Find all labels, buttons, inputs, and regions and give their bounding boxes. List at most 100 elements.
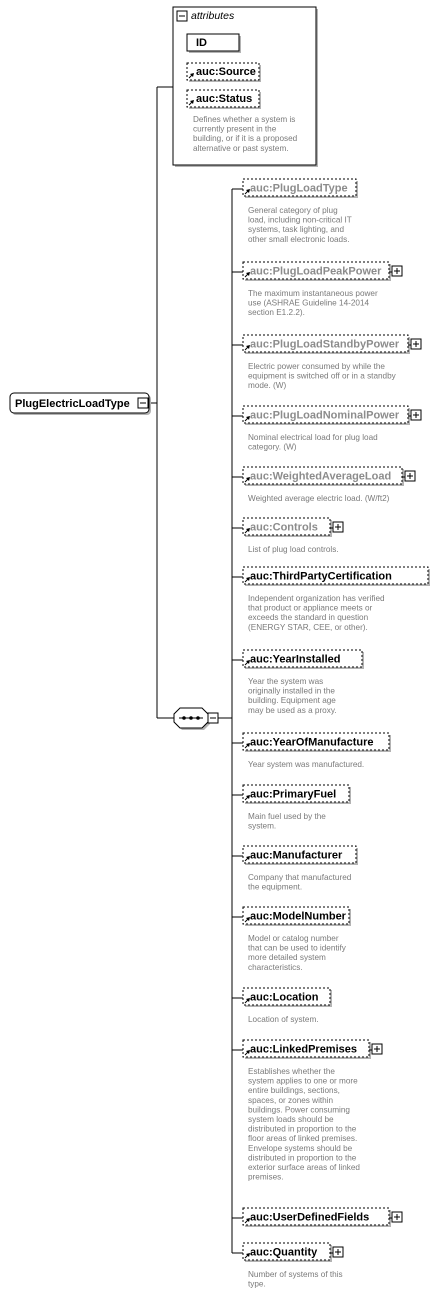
description-text: more detailed system [248, 953, 326, 962]
element-name: PlugLoadType [273, 183, 348, 195]
element-weighted-average-load[interactable]: auc:WeightedAverageLoad [242, 466, 416, 486]
sequence-collapse-icon[interactable] [207, 712, 219, 724]
element-prefix: auc: [250, 266, 273, 278]
expand-icon[interactable] [410, 409, 422, 421]
description-text: category. (W) [248, 443, 297, 452]
expand-icon[interactable] [332, 521, 344, 533]
description-text: distributed in proportion to the [248, 1153, 357, 1162]
expand-icon[interactable] [391, 265, 403, 277]
description-text: mode. (W) [248, 381, 286, 390]
element-label: auc:PlugLoadType [250, 183, 348, 195]
description-text: Company that manufactured [248, 873, 352, 882]
element-prefix: auc: [250, 1044, 273, 1056]
attributes-collapse-icon[interactable] [176, 10, 188, 22]
description-text: Year the system was [248, 677, 323, 686]
element-label: auc:UserDefinedFields [250, 1212, 369, 1224]
element-prefix: auc: [250, 183, 273, 195]
element-label: auc:PlugLoadStandbyPower [250, 339, 400, 351]
expand-icon[interactable] [332, 1246, 344, 1258]
element-third-party-certification[interactable]: auc:ThirdPartyCertification [242, 566, 430, 586]
element-prefix: auc: [250, 992, 273, 1004]
element-year-of-manufacture[interactable]: auc:YearOfManufacture [242, 732, 391, 752]
sequence-icon [179, 716, 203, 720]
element-location[interactable]: auc:Location [242, 987, 332, 1007]
description-text: type. [248, 1280, 266, 1289]
description-text: systems, task lighting, and [248, 225, 344, 234]
element-plug-load-type[interactable]: auc:PlugLoadType [242, 178, 358, 198]
description-text: spaces, or zones within [248, 1096, 334, 1105]
attribute-label: auc:Status [196, 93, 252, 105]
root-collapse-icon[interactable] [137, 397, 149, 409]
description-text: (ENERGY STAR, CEE, or other). [248, 623, 368, 632]
element-prefix: auc: [250, 789, 273, 801]
expand-icon[interactable] [391, 1211, 403, 1223]
expand-icon[interactable] [404, 470, 416, 482]
description-text: that can be used to identify [248, 944, 347, 953]
attribute-label: auc:Source [196, 66, 256, 78]
root-element-label: PlugElectricLoadType [15, 398, 130, 410]
description-text: premises. [248, 1173, 284, 1182]
description-text: entire buildings, sections, [248, 1086, 340, 1095]
attribute-auc-source[interactable]: auc:Source [186, 62, 261, 82]
element-label: auc:Location [250, 992, 319, 1004]
element-prefix: auc: [250, 1247, 273, 1259]
element-model-number[interactable]: auc:ModelNumber [242, 906, 351, 926]
element-year-installed[interactable]: auc:YearInstalled [242, 649, 364, 669]
element-prefix: auc: [250, 850, 273, 862]
reference-arrow-icon [244, 345, 250, 351]
element-label: auc:LinkedPremises [250, 1044, 357, 1056]
attribute-label: ID [196, 37, 207, 49]
expand-icon[interactable] [410, 338, 422, 350]
element-controls[interactable]: auc:Controls [242, 517, 344, 537]
element-quantity[interactable]: auc:Quantity [242, 1242, 344, 1262]
description-text: building. Equipment age [248, 696, 336, 705]
description-text: exceeds the standard in question [248, 613, 369, 622]
description-text: currently present in the [193, 125, 277, 134]
description-text: List of plug load controls. [248, 545, 339, 554]
element-name: PrimaryFuel [273, 789, 337, 801]
element-name: PlugLoadPeakPower [273, 266, 383, 278]
description-text: characteristics. [248, 963, 303, 972]
element-label: auc:YearOfManufacture [250, 737, 374, 749]
attribute-id[interactable]: ID [186, 33, 241, 53]
description-text: floor areas of linked premises. [248, 1134, 357, 1143]
sequence-compositor[interactable] [173, 707, 219, 730]
element-prefix: auc: [250, 911, 273, 923]
element-linked-premises[interactable]: auc:LinkedPremises [242, 1039, 383, 1059]
description-text: Establishes whether the [248, 1067, 335, 1076]
element-plug-load-nominal-power[interactable]: auc:PlugLoadNominalPower [242, 405, 422, 425]
element-name: LinkedPremises [273, 1044, 357, 1056]
reference-arrow-icon [244, 272, 250, 278]
description-text: Main fuel used by the [248, 812, 326, 821]
reference-arrow-icon [244, 577, 250, 583]
element-label: auc:PlugLoadPeakPower [250, 266, 382, 278]
element-user-defined-fields[interactable]: auc:UserDefinedFields [242, 1207, 403, 1227]
description-text: the equipment. [248, 883, 302, 892]
element-manufacturer[interactable]: auc:Manufacturer [242, 845, 358, 865]
reference-arrow-icon [244, 528, 250, 534]
reference-arrow-icon [244, 856, 250, 862]
element-plug-load-peak-power[interactable]: auc:PlugLoadPeakPower [242, 261, 403, 281]
root-element[interactable]: PlugElectricLoadType [9, 392, 151, 415]
description-text: buildings. Power consuming [248, 1105, 350, 1114]
element-primary-fuel[interactable]: auc:PrimaryFuel [242, 784, 351, 804]
description-text: Year system was manufactured. [248, 760, 364, 769]
element-label: auc:WeightedAverageLoad [250, 471, 391, 483]
reference-arrow-icon [244, 1050, 250, 1056]
element-plug-load-standby-power[interactable]: auc:PlugLoadStandbyPower [242, 334, 422, 354]
element-label: auc:Quantity [250, 1247, 318, 1259]
expand-icon[interactable] [371, 1043, 383, 1055]
reference-arrow-icon [244, 477, 250, 483]
description-text: building, or if it is a proposed [193, 134, 298, 143]
description-text: system loads should be [248, 1115, 334, 1124]
description-text: The maximum instantaneous power [248, 289, 378, 298]
element-prefix: auc: [250, 339, 273, 351]
element-name: YearInstalled [273, 654, 341, 666]
attribute-auc-status[interactable]: auc:Status [186, 89, 261, 109]
description-text: load, including non-critical IT [248, 216, 352, 225]
element-prefix: auc: [250, 1212, 273, 1224]
description-text: that product or appliance meets or [248, 604, 373, 613]
element-prefix: auc: [250, 522, 273, 534]
